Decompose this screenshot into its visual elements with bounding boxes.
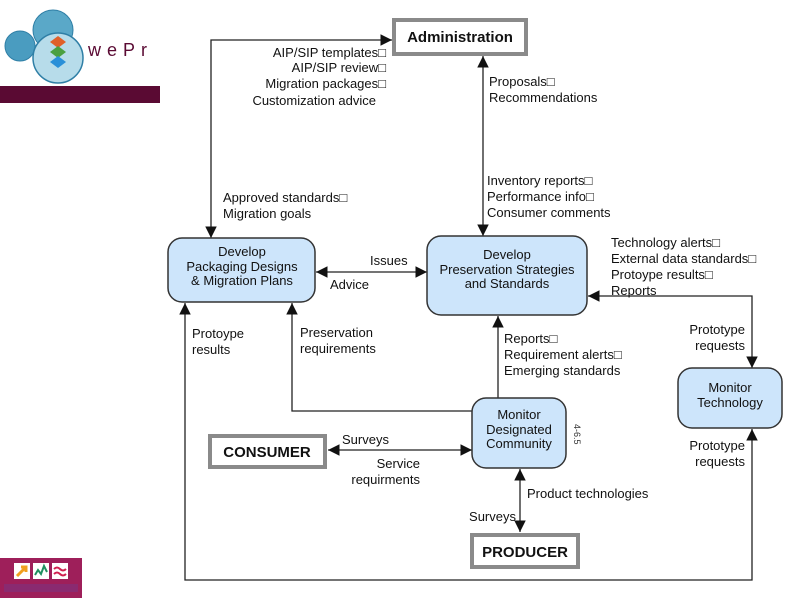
process-label: Develop [218, 244, 266, 259]
wepreserve-logo: wePr [0, 9, 160, 103]
flow-label: Migration goals [223, 206, 312, 221]
flow-prototype-loop [179, 303, 758, 581]
flow-label: Proposals□ [489, 74, 555, 89]
logo-bar [0, 86, 160, 103]
consumer-label: CONSUMER [223, 444, 311, 461]
flow-label: Advice [330, 277, 369, 292]
packaging-process: Develop Packaging Designs & Migration Pl… [167, 237, 316, 303]
to-admin-labels: AIP/SIP templates□ AIP/SIP review□ Migra… [252, 45, 386, 108]
flow-label: External data standards□ [611, 251, 756, 266]
flow-label: Surveys [342, 432, 389, 447]
process-label: Develop [483, 247, 531, 262]
information-society-logo [0, 558, 82, 598]
process-label: and Standards [465, 276, 550, 291]
flow-label: Prototype [689, 438, 745, 453]
process-label: & Migration Plans [191, 273, 293, 288]
flow-label: requirments [351, 472, 420, 487]
flow-label: Preservation [300, 325, 373, 340]
flow-label: Approved standards□ [223, 190, 347, 205]
flow-label: AIP/SIP review□ [292, 60, 386, 75]
figure-reference: 4-6.5 [572, 424, 582, 445]
flow-label: Requirement alerts□ [504, 347, 622, 362]
flow-label: requests [695, 454, 745, 469]
process-label: Technology [697, 395, 763, 410]
flow-packaging-admin [205, 34, 392, 238]
process-label: Designated [486, 422, 552, 437]
flow-label: requests [695, 338, 745, 353]
flow-label: Inventory reports□ [487, 173, 593, 188]
process-label: Community [486, 436, 552, 451]
producer-label: PRODUCER [482, 544, 568, 561]
process-label: Preservation Strategies [439, 262, 575, 277]
flow-label: Product technologies [527, 486, 649, 501]
flow-label: requirements [300, 341, 376, 356]
administration-label: Administration [407, 29, 513, 46]
monitor-technology-process: Monitor Technology [677, 367, 783, 429]
flow-label: Surveys [469, 509, 516, 524]
flow-label: Technology alerts□ [611, 235, 720, 250]
flow-label: results [192, 342, 231, 357]
flow-label: Protoype [192, 326, 244, 341]
flow-label: Protoype results□ [611, 267, 713, 282]
flow-label: Service [377, 456, 420, 471]
flow-preservation-requirements [286, 303, 472, 412]
administration-entity: Administration [392, 18, 528, 56]
flow-label: Migration packages□ [265, 76, 386, 91]
flow-label: Prototype [689, 322, 745, 337]
consumer-entity: CONSUMER [208, 434, 327, 469]
flow-label: Customization advice [252, 93, 376, 108]
process-label: Monitor [708, 380, 752, 395]
flow-label: Reports□ [504, 331, 558, 346]
flow-label: Issues [370, 253, 408, 268]
flow-label: Consumer comments [487, 205, 611, 220]
flow-label: Recommendations [489, 90, 598, 105]
monitor-community-process: Monitor Designated Community [471, 397, 567, 469]
flow-label: Emerging standards [504, 363, 621, 378]
flow-label: AIP/SIP templates□ [273, 45, 386, 60]
preservation-process: Develop Preservation Strategies and Stan… [426, 235, 588, 316]
producer-entity: PRODUCER [470, 533, 580, 569]
flow-label: Performance info□ [487, 189, 594, 204]
flow-label: Reports [611, 283, 657, 298]
logo-text: wePr [87, 40, 153, 60]
process-label: Packaging Designs [186, 259, 298, 274]
process-label: Monitor [497, 407, 541, 422]
